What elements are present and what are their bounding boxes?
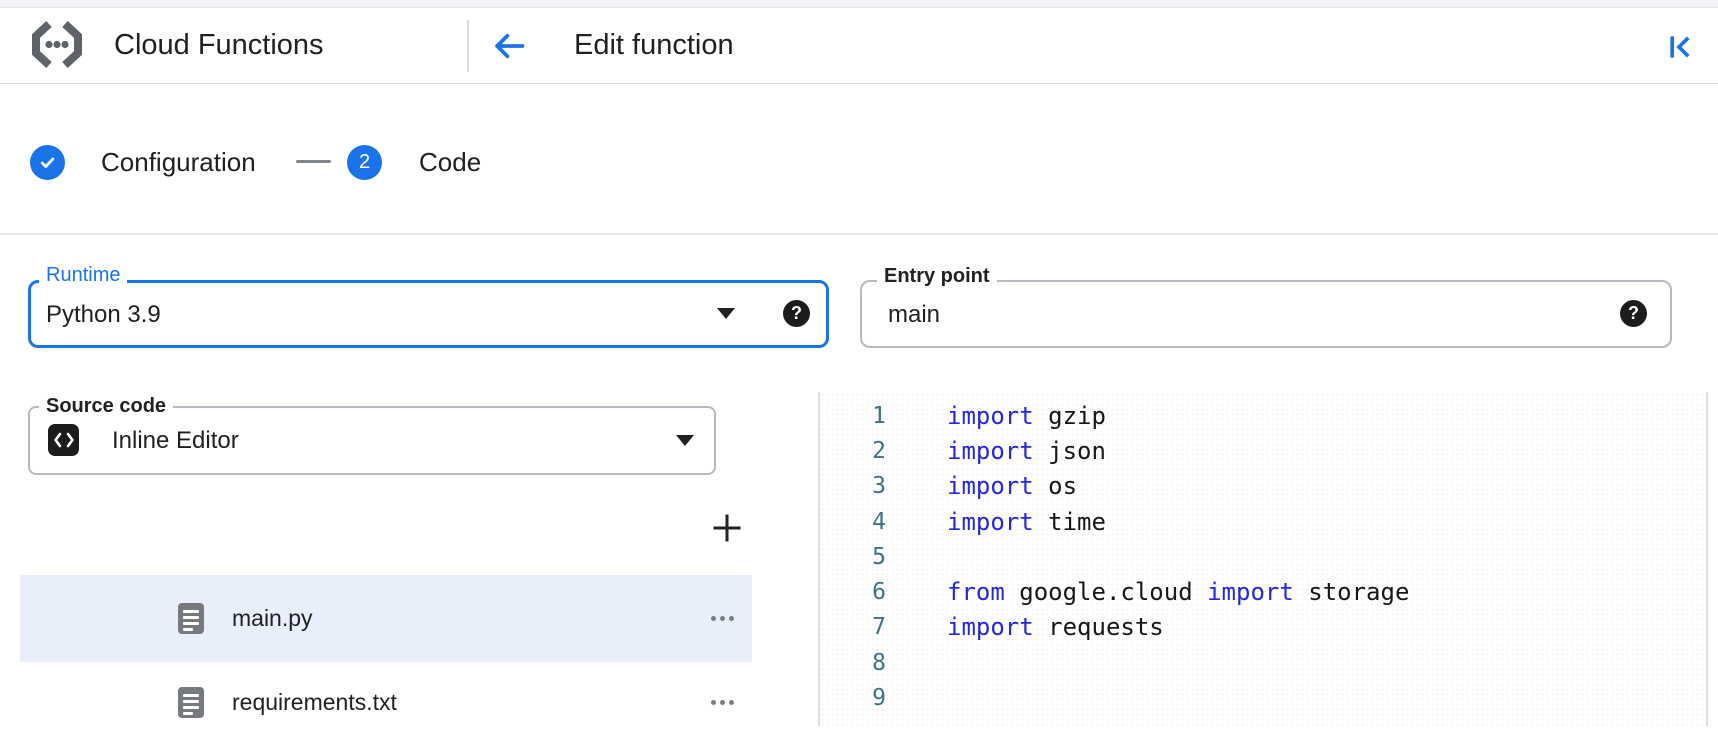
- code-line-4[interactable]: 4 import time: [820, 504, 1706, 539]
- plus-icon: [713, 514, 741, 542]
- cloud-functions-logo-icon: [28, 21, 86, 68]
- file-menu-more-dots-icon[interactable]: [709, 694, 736, 711]
- line-number: 9: [872, 685, 886, 712]
- line-number: 8: [872, 649, 886, 676]
- runtime-value: Python 3.9: [46, 301, 161, 328]
- code-line-7[interactable]: 7 import requests: [820, 610, 1706, 645]
- file-document-icon: [178, 603, 204, 634]
- source-code-label: Source code: [39, 394, 174, 418]
- source-code-value: Inline Editor: [112, 427, 239, 454]
- code-text: import os: [947, 472, 1078, 501]
- code-line-9[interactable]: 9: [820, 680, 1706, 715]
- step-connector: [296, 160, 331, 163]
- product-title: Cloud Functions: [114, 29, 324, 61]
- app-header: Cloud Functions Edit function: [0, 8, 1718, 84]
- add-file-button[interactable]: [704, 505, 750, 551]
- entry-point-input[interactable]: [860, 280, 1672, 348]
- file-row-requirements.txt[interactable]: requirements.txt: [20, 662, 752, 742]
- header-divider: [467, 20, 469, 72]
- code-line-1[interactable]: 1 import gzip: [820, 398, 1706, 433]
- page-title: Edit function: [574, 29, 734, 61]
- code-line-2[interactable]: 2 import json: [820, 433, 1706, 468]
- collapse-panel-icon[interactable]: [1662, 30, 1696, 64]
- step-configuration-label[interactable]: Configuration: [101, 147, 256, 177]
- runtime-label: Runtime: [39, 263, 128, 287]
- step-code-indicator[interactable]: 2: [347, 145, 382, 180]
- code-line-6[interactable]: 6 from google.cloud import storage: [820, 574, 1706, 609]
- line-number: 5: [872, 543, 886, 570]
- line-number: 4: [872, 508, 886, 535]
- code-text: import json: [947, 436, 1106, 465]
- code-text: import time: [947, 507, 1106, 536]
- code-line-3[interactable]: 3 import os: [820, 469, 1706, 504]
- line-number: 7: [872, 614, 886, 641]
- checkmark-icon: [40, 157, 55, 168]
- code-line-5[interactable]: 5: [820, 539, 1706, 574]
- code-editor[interactable]: 1 import gzip 2 import json 3 import os 4 impor…: [818, 392, 1708, 726]
- entry-point-help-icon[interactable]: ?: [1620, 300, 1647, 327]
- code-text: from google.cloud import storage: [947, 578, 1410, 607]
- back-arrow-icon[interactable]: [490, 27, 528, 65]
- code-brackets-icon: [48, 424, 79, 456]
- file-name: requirements.txt: [232, 688, 397, 715]
- caret-down-icon[interactable]: [676, 435, 694, 446]
- window-top-strip: [0, 0, 1718, 8]
- line-number: 6: [872, 579, 886, 606]
- file-menu-more-dots-icon[interactable]: [709, 610, 736, 627]
- file-document-icon: [178, 686, 204, 718]
- line-number: 3: [872, 473, 886, 500]
- step-code-label[interactable]: Code: [419, 147, 482, 177]
- step-code-number: 2: [358, 151, 371, 173]
- step-configuration-indicator[interactable]: [30, 145, 65, 180]
- code-line-8[interactable]: 8: [820, 645, 1706, 680]
- section-divider: [0, 233, 1718, 235]
- code-text: import requests: [947, 613, 1164, 642]
- caret-down-icon[interactable]: [717, 308, 735, 319]
- line-number: 2: [872, 437, 886, 464]
- runtime-help-icon[interactable]: ?: [783, 300, 810, 327]
- entry-point-value: main: [888, 301, 941, 328]
- code-text: import gzip: [947, 401, 1106, 430]
- file-row-main.py[interactable]: main.py: [20, 575, 752, 662]
- entry-point-label: Entry point: [877, 264, 997, 288]
- file-name: main.py: [232, 605, 313, 631]
- line-number: 1: [872, 402, 886, 429]
- runtime-select[interactable]: [28, 280, 829, 348]
